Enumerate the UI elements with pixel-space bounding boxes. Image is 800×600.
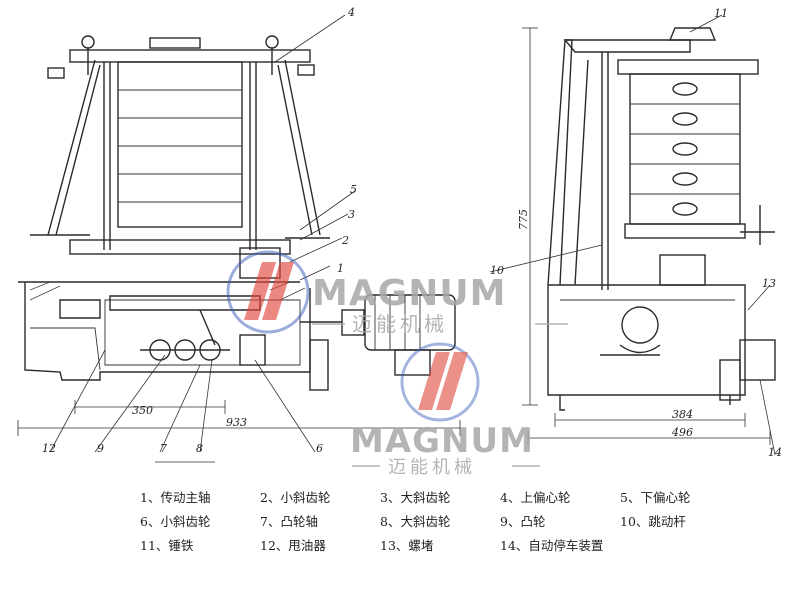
callout-10: 10	[490, 264, 504, 277]
sieve-stack-left	[117, 61, 243, 228]
legend-item: 6、小斜齿轮	[140, 513, 211, 529]
callout-2: 2	[341, 234, 349, 247]
legend-item: 4、上偏心轮	[500, 489, 571, 505]
callout-11: 11	[714, 7, 728, 20]
legend-item: 13、螺堵	[380, 537, 434, 553]
motor	[341, 294, 456, 376]
callout-13: 13	[762, 277, 776, 290]
left-dimensions	[17, 400, 461, 436]
right-leaders	[489, 14, 776, 456]
dim-496: 496	[671, 426, 693, 439]
legend-item: 12、甩油器	[260, 537, 326, 553]
magnum-logo-icon	[400, 342, 480, 422]
dim-933: 933	[226, 416, 247, 429]
right-dimensions	[522, 27, 771, 445]
parts-legend: 1、传动主轴 2、小斜齿轮 3、大斜齿轮 4、上偏心轮 5、下偏心轮 6、小斜齿…	[140, 484, 740, 556]
magnum-logo-icon	[226, 250, 310, 334]
right-view	[489, 14, 776, 456]
callout-8: 8	[196, 442, 203, 455]
callout-14: 14	[768, 446, 782, 459]
left-leaders	[49, 14, 356, 463]
dim-775: 775	[517, 209, 530, 230]
legend-item: 10、跳动杆	[620, 513, 686, 529]
watermark-bottom: MAGNUM 迈能机械	[350, 342, 540, 478]
callout-4: 4	[347, 6, 355, 19]
callout-1: 1	[337, 262, 344, 275]
legend-row: 1、传动主轴 2、小斜齿轮 3、大斜齿轮 4、上偏心轮 5、下偏心轮	[140, 484, 740, 508]
callout-9: 9	[97, 442, 104, 455]
legend-item: 14、自动停车装置	[500, 537, 604, 553]
legend-item: 9、凸轮	[500, 513, 546, 529]
watermark-brand-2: MAGNUM	[350, 421, 534, 461]
dimension-labels: 350 933 775 384 496	[132, 209, 693, 439]
watermark-brand: MAGNUM	[312, 273, 506, 314]
left-view	[17, 14, 461, 463]
legend-item: 11、锤铁	[140, 537, 194, 553]
legend-row: 6、小斜齿轮 7、凸轮轴 8、大斜齿轮 9、凸轮 10、跳动杆	[140, 508, 740, 532]
callout-3: 3	[348, 208, 355, 221]
legend-item: 3、大斜齿轮	[380, 489, 451, 505]
watermark-brand-cn: 迈能机械	[352, 312, 448, 336]
legend-item: 1、传动主轴	[140, 489, 211, 505]
callout-labels: 1 2 3 4 5 6 7 8 9 10 11 12 13 14	[42, 6, 782, 459]
dim-384: 384	[672, 408, 693, 421]
sieve-stack-right	[617, 59, 759, 225]
callout-12: 12	[42, 442, 56, 455]
legend-item: 7、凸轮轴	[260, 513, 318, 529]
callout-7: 7	[160, 442, 167, 455]
watermark-brand-cn-2: 迈能机械	[388, 457, 476, 478]
legend-item: 2、小斜齿轮	[260, 489, 331, 505]
callout-6: 6	[316, 442, 323, 455]
legend-row: 11、锤铁 12、甩油器 13、螺堵 14、自动停车装置	[140, 532, 740, 556]
callout-5: 5	[350, 183, 357, 196]
legend-item: 8、大斜齿轮	[380, 513, 451, 529]
dim-350: 350	[132, 404, 153, 417]
legend-item: 5、下偏心轮	[620, 489, 691, 505]
watermark-center: MAGNUM 迈能机械	[226, 250, 568, 336]
